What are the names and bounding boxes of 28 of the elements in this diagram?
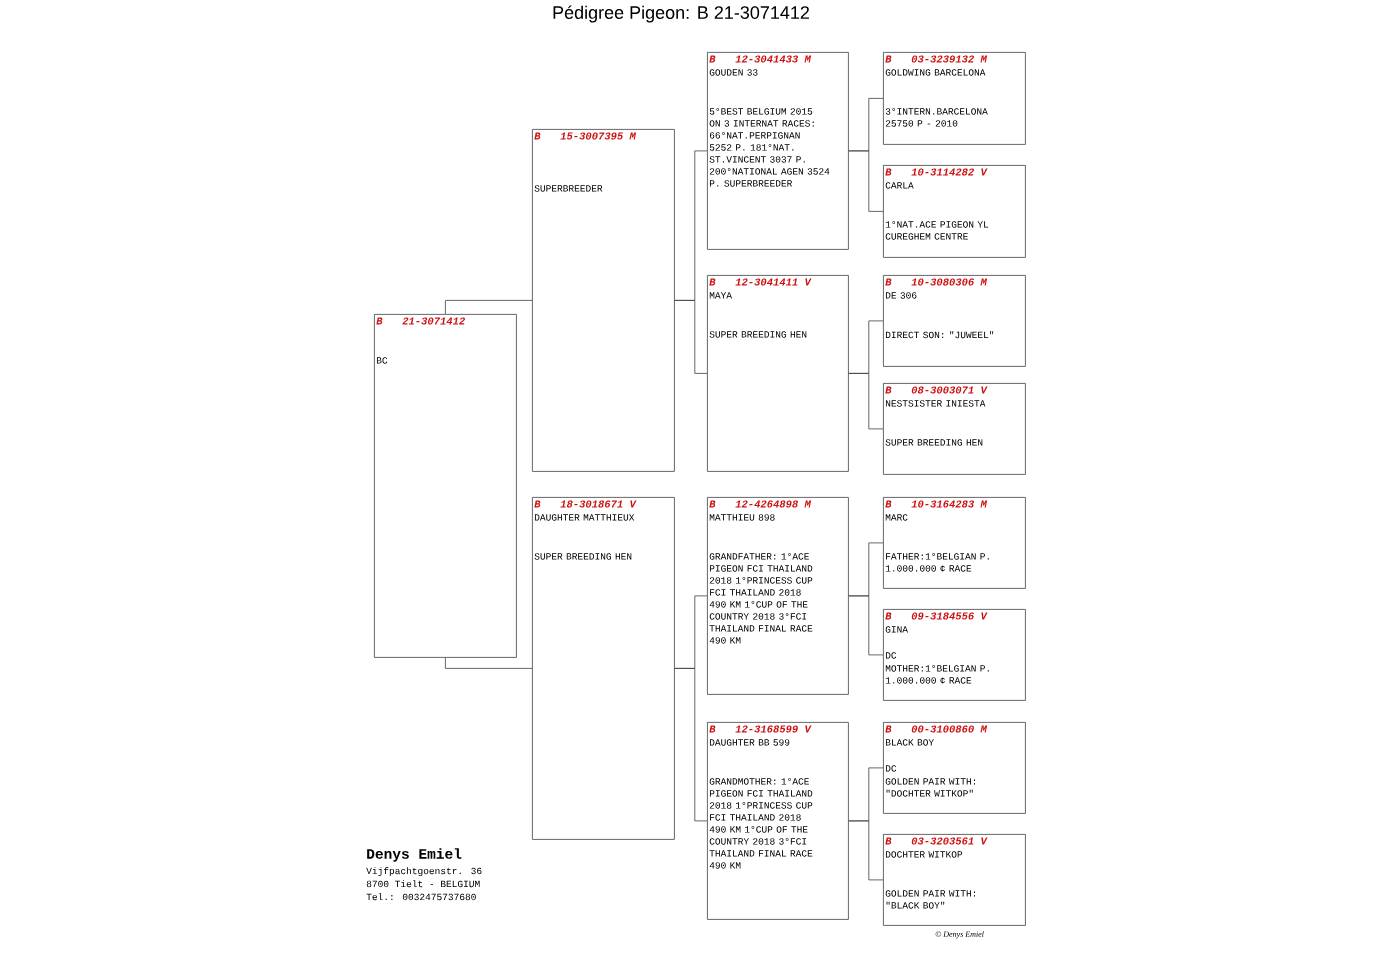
pedigree-card: B 12-3041433 M GOUDEN 33 5°BEST BELGIUM 2015 ON 3 INTERNAT RACES: 66°NAT.PERPIGNAN 5252 P. 181°NAT. ST.VINCENT 3037 P. 200°NATIONAL AGEN 3524 P. SUPERBREEDER bbox=[707, 52, 849, 250]
pedigree-card: B 00-3100860 M BLACK BOY DC GOLDEN PAIR WITH: "DOCHTER WITKOP" bbox=[883, 722, 1026, 814]
owner-text: Denys Emiel bbox=[367, 848, 462, 862]
owner-text: 8700 Tielt - BELGIUM bbox=[366, 880, 480, 888]
pedigree-card: B 03-3203561 V DOCHTER WITKOP GOLDEN PAIR WITH: "BLACK BOY" bbox=[883, 834, 1026, 926]
pedigree-card: B 10-3080306 M DE 306 DIRECT SON: "JUWEEL" bbox=[883, 275, 1026, 367]
pedigree-card: B 10-3114282 V CARLA 1°NAT.ACE PIGEON YL CUREGHEM CENTRE bbox=[883, 165, 1026, 258]
pedigree-card: B 12-3168599 V DAUGHTER BB 599 GRANDMOTHER: 1°ACE PIGEON FCI THAILAND 2018 1°PRINCESS CUP FCI THAILAND 2018 490 KM 1°CUP OF THE COUNTRY 2018 3°FCI THAILAND FINAL RACE 490 KM bbox=[707, 722, 849, 920]
pedigree-card: B 09-3184556 V GINA DC MOTHER:1°BELGIAN P. 1.000.000 ¢ RACE bbox=[883, 609, 1026, 701]
connector-line bbox=[674, 300, 708, 374]
connector-line bbox=[848, 373, 884, 430]
connector-line bbox=[445, 657, 533, 669]
pedigree-card: B 10-3164283 M MARC FATHER:1°BELGIAN P. 1.000.000 ¢ RACE bbox=[883, 497, 1026, 589]
owner-text: Vijfpachtgoenstr. 36 bbox=[366, 867, 482, 877]
connector-line bbox=[674, 668, 708, 822]
connector-line bbox=[445, 300, 533, 315]
pedigree-card: B 03-3239132 M GOLDWING BARCELONA 3°INTERN.BARCELONA 25750 P - 2010 bbox=[883, 52, 1026, 145]
title: Pédigree Pigeon: B 21-3071412 bbox=[553, 5, 809, 23]
connector-line bbox=[848, 150, 884, 212]
pedigree-card: B 12-3041411 V MAYA SUPER BREEDING HEN bbox=[707, 275, 849, 472]
pedigree-card: B 12-4264898 M MATTHIEU 898 GRANDFATHER: 1°ACE PIGEON FCI THAILAND 2018 1°PRINCESS CUP FCI THAILAND 2018 490 KM 1°CUP OF THE COUNTRY 2018 3°FCI THAILAND FINAL RACE 490 KM bbox=[707, 497, 849, 695]
owner-text: Tel.: 0032475737680 bbox=[366, 893, 476, 901]
connector-line bbox=[848, 595, 884, 656]
pedigree-card: B 18-3018671 V DAUGHTER MATTHIEUX SUPER BREEDING HEN bbox=[532, 497, 675, 840]
pedigree-card: B 08-3003071 V NESTSISTER INIESTA SUPER BREEDING HEN bbox=[883, 383, 1026, 475]
pedigree-card: B 15-3007395 M SUPERBREEDER bbox=[532, 129, 675, 472]
connector-line bbox=[848, 820, 884, 881]
pedigree-card: B 21-3071412 BC bbox=[374, 314, 517, 658]
